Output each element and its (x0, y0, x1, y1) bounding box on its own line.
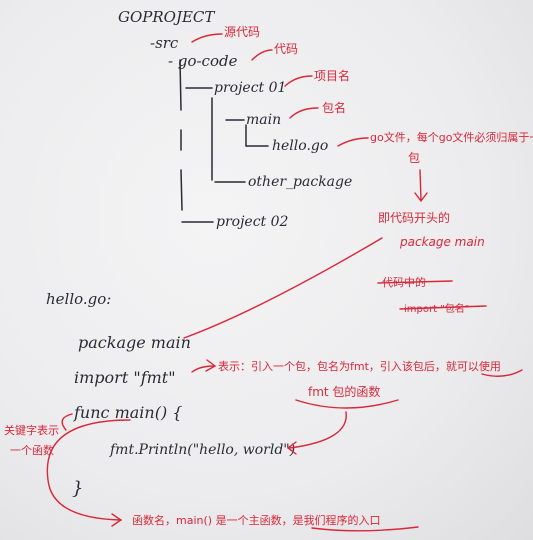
bracket-fmt-funcs (295, 399, 399, 409)
tree-hello-go: hello.go (272, 138, 328, 154)
note-package-prefix: 即代码开头的 (378, 210, 450, 225)
code-package-line: package main (78, 333, 191, 352)
code-func-line: func main() { (73, 403, 182, 422)
code-import-line: import "fmt" (74, 368, 176, 387)
tree-other-package: other_package (248, 174, 352, 190)
note-hello-go: go文件，每个go文件必须归属于一个 (370, 130, 533, 144)
arrow-fmt-funcs (286, 411, 347, 455)
note-arrow-hello-go (337, 137, 369, 147)
strike-line-2 (399, 305, 487, 310)
note-arrow-src (191, 33, 223, 43)
tree-main: main (246, 112, 281, 128)
note-hello-go-2: 包 (408, 151, 420, 165)
note-src: 源代码 (224, 25, 260, 39)
note-main: 包名 (322, 100, 346, 115)
note-main-func: 函数名，main() 是一个主函数，是我们程序的入口 (132, 513, 381, 527)
tree-connector-main (211, 97, 246, 183)
note-go-code: 代码 (274, 42, 298, 56)
note-keyword-2: 一个函数 (10, 444, 54, 457)
tree-project01: project 01 (214, 80, 286, 96)
note-package-main: package main (399, 235, 485, 249)
code-println-line: fmt.Println("hello, world") (109, 442, 295, 458)
arrow-import (191, 359, 217, 373)
note-arrow-go-code (251, 49, 273, 61)
tree-src: -src (150, 34, 179, 52)
arrow-main (46, 419, 131, 527)
tree-connector-src (179, 59, 214, 223)
arrow-package-to-note (183, 237, 383, 339)
note-project01: 项目名 (314, 68, 350, 83)
underline-program-entry (311, 526, 419, 532)
tree-go-code: - go-code (168, 52, 238, 70)
tree-root: GOPROJECT (118, 8, 215, 26)
note-struck-2: import "包名" (404, 302, 469, 315)
note-arrow-project01 (284, 75, 313, 87)
underline-use (481, 369, 523, 377)
tree-connector-hello (245, 124, 269, 147)
note-fmt-funcs: fmt 包的函数 (308, 384, 380, 399)
note-keyword-1: 关键字表示 (4, 423, 59, 437)
strike-line-1 (377, 280, 453, 284)
arrow-keyword (61, 413, 73, 431)
note-import: 表示：引入一个包，包名为fmt，引入该包后，就可以使用 (218, 359, 501, 373)
tree-project02: project 02 (216, 214, 289, 230)
note-arrow-main (289, 107, 319, 119)
note-arrow-down (414, 169, 428, 203)
code-close-brace: } (72, 478, 83, 499)
code-filename: hello.go: (46, 290, 111, 308)
